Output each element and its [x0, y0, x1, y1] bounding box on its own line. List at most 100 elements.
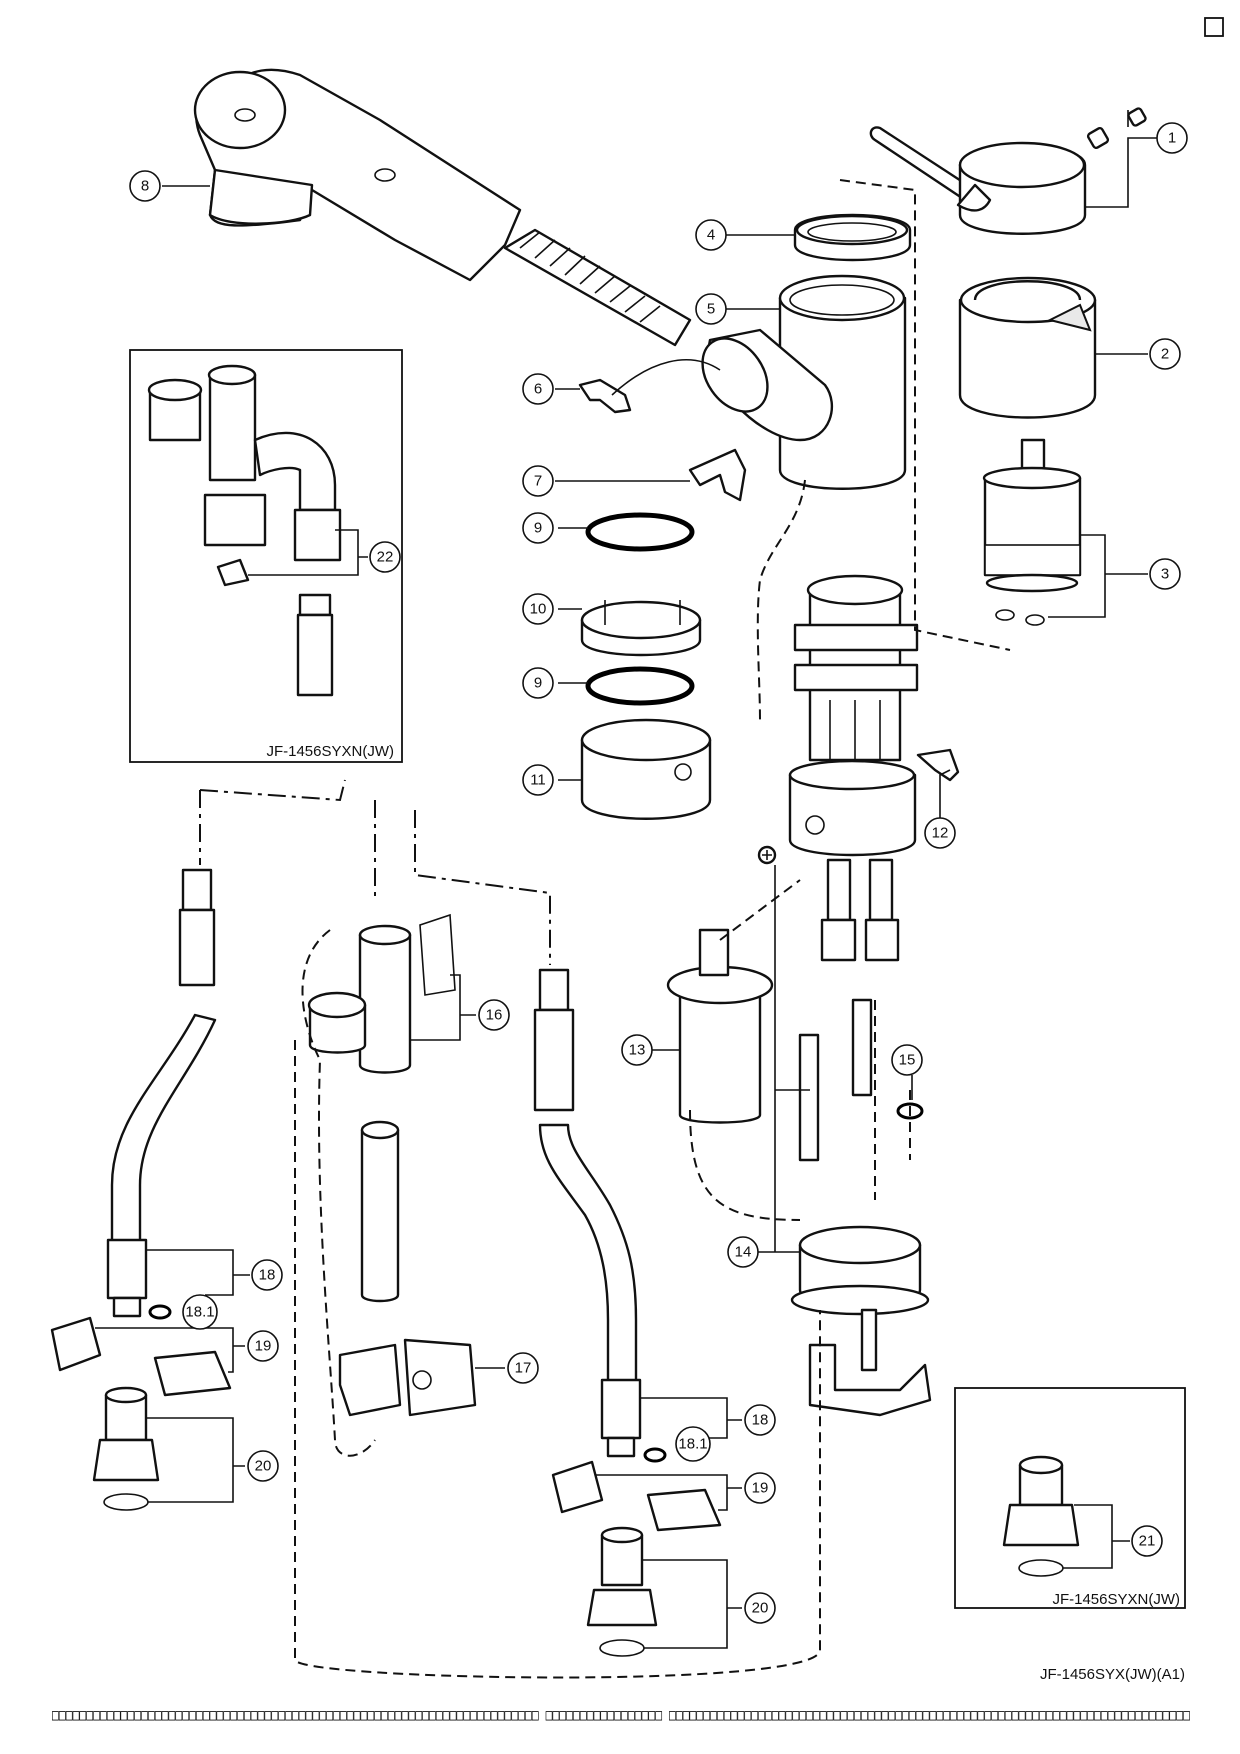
handle-lever	[869, 126, 1087, 235]
callout-label: 9	[534, 675, 542, 692]
callout-circle	[1131, 1525, 1163, 1557]
callout-11: 11	[522, 764, 554, 796]
callout-circle	[924, 817, 956, 849]
callout-label: 18.1	[678, 1436, 707, 1453]
callout-circle	[129, 170, 161, 202]
base-part-14	[757, 845, 932, 1417]
callout-circle	[744, 1472, 776, 1504]
callout-15: 15	[891, 1044, 923, 1076]
callout-label: 9	[534, 520, 542, 537]
callout-19: 19	[247, 1330, 279, 1362]
callout-label: 19	[255, 1338, 272, 1355]
callout-circle	[1149, 338, 1181, 370]
callout-label: 17	[515, 1360, 532, 1377]
callout-label: 13	[629, 1042, 646, 1059]
callout-label: 1	[1168, 130, 1176, 147]
callout-5: 5	[695, 293, 727, 325]
callout-circle	[182, 1294, 218, 1330]
callout-18-1: 18.1	[182, 1294, 218, 1330]
callout-label: 18	[752, 1412, 769, 1429]
set-screws-part-1	[1086, 107, 1147, 150]
spray-head-part-8	[193, 68, 692, 347]
callout-3: 3	[1149, 558, 1181, 590]
callout-label: 18.1	[185, 1304, 214, 1321]
callout-circle	[507, 1352, 539, 1384]
o-ring-part-9-lower	[585, 666, 695, 706]
spacer-part-10	[580, 600, 702, 657]
callout-circle	[478, 999, 510, 1031]
callout-circle	[1156, 122, 1188, 154]
valve-body	[788, 574, 919, 1097]
callout-circle	[522, 512, 554, 544]
callout-circle	[522, 667, 554, 699]
callout-label: 7	[534, 473, 542, 490]
callout-label: 16	[486, 1007, 503, 1024]
callout-label: 22	[377, 549, 394, 566]
callout-label: 19	[752, 1480, 769, 1497]
o-ring-part-15	[896, 1102, 924, 1120]
callout-circle	[695, 219, 727, 251]
callout-1: 1	[1156, 122, 1188, 154]
tube-below-16	[360, 1120, 400, 1303]
callout-group: 123456789109111213141516171818.119201818…	[129, 122, 1188, 1624]
ring-nut-part-4	[793, 213, 912, 262]
inset-right-model-label: JF-1456SYXN(JW)	[1052, 1591, 1180, 1608]
callout-13: 13	[621, 1034, 653, 1066]
callout-circle	[621, 1034, 653, 1066]
callout-label: 18	[259, 1267, 276, 1284]
callout-circle	[1149, 558, 1181, 590]
callout-circle	[695, 293, 727, 325]
callout-19: 19	[744, 1472, 776, 1504]
callout-label: 21	[1139, 1533, 1156, 1550]
callout-circle	[522, 593, 554, 625]
callout-circle	[247, 1330, 279, 1362]
callout-2: 2	[1149, 338, 1181, 370]
middle-hose-assembly	[533, 968, 722, 1657]
sleeve-part-11	[580, 718, 712, 820]
corner-checkbox[interactable]	[1204, 17, 1224, 37]
callout-circle	[251, 1259, 283, 1291]
spacer-tube-part-13	[666, 928, 774, 1124]
callout-label: 6	[534, 381, 542, 398]
callout-label: 20	[255, 1458, 272, 1475]
callout-label: 11	[530, 772, 546, 789]
connection-lines	[199, 179, 1011, 1679]
callout-18-1: 18.1	[675, 1426, 711, 1462]
callout-circle	[727, 1236, 759, 1268]
callout-circle	[675, 1426, 711, 1462]
callout-circle	[247, 1450, 279, 1482]
callout-circle	[369, 541, 401, 573]
cap-part-2	[958, 276, 1097, 419]
callout-label: 10	[530, 601, 547, 618]
callout-9: 9	[522, 512, 554, 544]
inset-box-left	[129, 349, 403, 763]
drawing-model-number: JF-1456SYX(JW)(A1)	[1040, 1666, 1185, 1683]
callout-20: 20	[247, 1450, 279, 1482]
callout-17: 17	[507, 1352, 539, 1384]
callout-circle	[522, 373, 554, 405]
callout-circle	[744, 1404, 776, 1436]
callout-9: 9	[522, 667, 554, 699]
callout-label: 14	[735, 1244, 752, 1261]
hose-corrugation	[503, 228, 692, 347]
spout-body-part-5	[701, 274, 907, 490]
callout-label: 12	[932, 825, 949, 842]
callout-label: 8	[141, 178, 149, 195]
callout-label: 15	[899, 1052, 916, 1069]
clip-part-7	[688, 448, 747, 502]
callout-label: 5	[707, 301, 715, 318]
callout-21: 21	[1131, 1525, 1163, 1557]
callout-4: 4	[695, 219, 727, 251]
clamp-part-17	[338, 1338, 477, 1417]
clip-part-12	[916, 748, 960, 782]
callout-circle	[522, 465, 554, 497]
callout-10: 10	[522, 593, 554, 625]
leader-lines	[95, 110, 1158, 1649]
callout-12: 12	[924, 817, 956, 849]
inset-box-right	[954, 1387, 1186, 1609]
inset-left-model-label: JF-1456SYXN(JW)	[266, 743, 394, 760]
callout-circle	[744, 1592, 776, 1624]
clip-part-6	[578, 359, 721, 414]
